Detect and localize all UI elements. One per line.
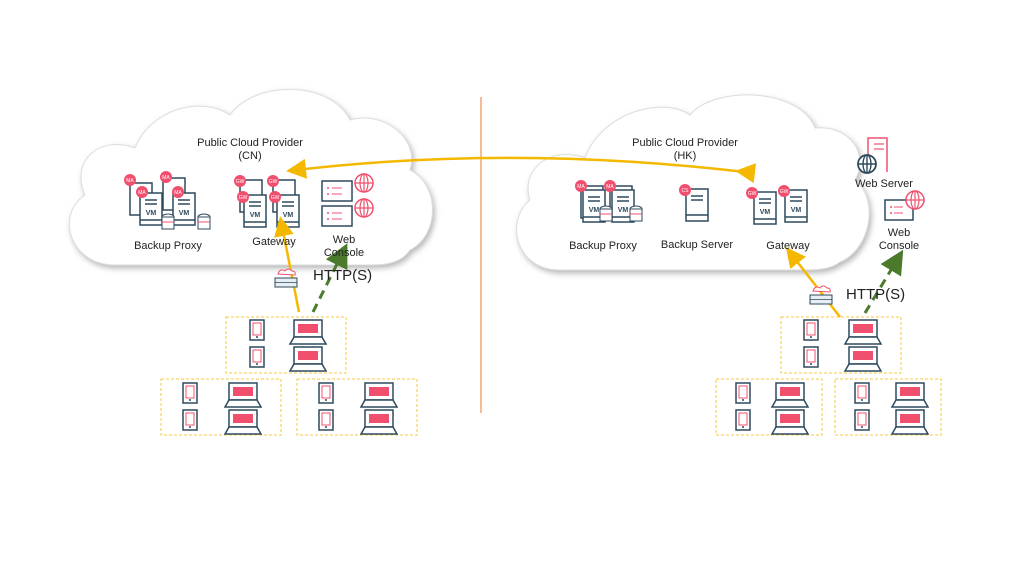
client-group-cn-top xyxy=(225,316,347,374)
gateway-arrow-cn xyxy=(274,216,301,313)
cloud-title-hk: Public Cloud Provider (HK) xyxy=(615,137,755,163)
svg-text:CS: CS xyxy=(682,188,690,194)
web-console-arrow-cn xyxy=(311,243,348,313)
label-backup-proxy-hk: Backup Proxy xyxy=(569,240,637,252)
client-group-cn-left xyxy=(160,378,282,436)
web-console-icon-hk xyxy=(884,190,925,221)
firewall-icon-hk xyxy=(809,285,833,305)
cloud-title-cn: Public Cloud Provider (CN) xyxy=(180,137,320,163)
client-group-hk-left xyxy=(715,378,823,436)
label-gateway-cn: Gateway xyxy=(252,236,296,248)
svg-text:GW: GW xyxy=(271,195,280,201)
client-group-hk-right xyxy=(834,378,942,436)
svg-text:GW: GW xyxy=(236,179,245,185)
replication-arrow xyxy=(286,156,757,184)
svg-text:MA: MA xyxy=(174,190,182,196)
cloud-title-text: Public Cloud Provider xyxy=(632,137,738,149)
cloud-region-text: (HK) xyxy=(673,150,697,162)
backup-proxy-icon-cn: MA MA MA MA xyxy=(124,171,211,230)
web-server-icon xyxy=(857,137,888,174)
cloud-region-text: (CN) xyxy=(238,150,262,162)
cloud-title-text: Public Cloud Provider xyxy=(197,137,303,149)
backup-server-icon: CS xyxy=(679,184,709,222)
client-group-cn-right xyxy=(296,378,418,436)
web-console-arrow-hk xyxy=(863,249,904,314)
svg-text:MA: MA xyxy=(138,190,146,196)
svg-text:MA: MA xyxy=(577,184,585,190)
svg-text:GW: GW xyxy=(239,195,248,201)
svg-text:GW: GW xyxy=(748,191,757,197)
web-console-icon-cn xyxy=(321,173,374,227)
svg-text:MA: MA xyxy=(126,178,134,184)
label-gateway-hk: Gateway xyxy=(766,240,810,252)
protocol-label-cn: HTTP(S) xyxy=(313,267,373,284)
svg-text:MA: MA xyxy=(606,184,614,190)
label-web-console-hk: Web Console xyxy=(878,227,920,252)
gateway-icon-hk: GW GW xyxy=(746,185,808,225)
label-backup-server: Backup Server xyxy=(660,239,734,251)
svg-text:MA: MA xyxy=(162,175,170,181)
gateway-icon-cn: GW GW GW GW xyxy=(234,175,300,228)
label-backup-proxy-cn: Backup Proxy xyxy=(134,240,202,252)
label-web-console-cn: Web Console xyxy=(323,234,365,259)
svg-text:GW: GW xyxy=(269,179,278,185)
gateway-arrow-hk xyxy=(785,247,841,318)
client-group-hk-top xyxy=(780,316,902,374)
protocol-label-hk: HTTP(S) xyxy=(846,286,906,303)
firewall-icon-cn xyxy=(274,268,298,288)
label-web-server: Web Server xyxy=(855,178,913,190)
svg-text:GW: GW xyxy=(780,189,789,195)
